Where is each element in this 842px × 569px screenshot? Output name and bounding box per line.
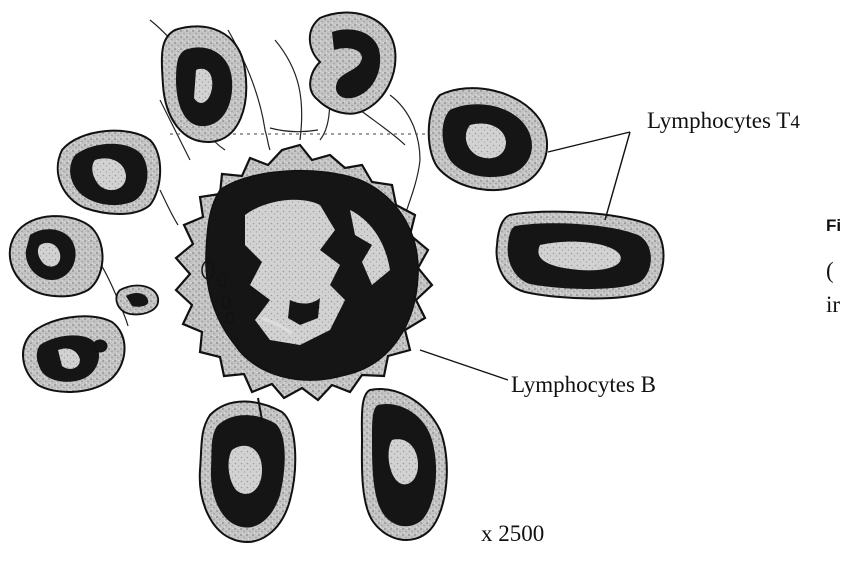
cutoff-figure-heading: Fi <box>826 216 841 236</box>
cutoff-text-line-1: ( <box>826 258 834 284</box>
magnification-label: x 2500 <box>481 521 544 547</box>
t-lymphocyte-left-upper <box>58 131 160 214</box>
t4-label-subscript: 4 <box>790 112 800 133</box>
t-lymphocyte-bottom-right <box>362 389 447 540</box>
b-lymphocyte-label: Lymphocytes B <box>511 372 656 398</box>
pointer-t4-upper <box>548 132 630 152</box>
t4-label-text: Lymphocytes T <box>647 108 790 133</box>
t-lymphocyte-right-lower <box>497 212 664 299</box>
cutoff-text-line-2: ir <box>826 292 840 318</box>
t-lymphocyte-left-lower <box>23 316 125 392</box>
t-lymphocyte-left-small <box>116 286 158 315</box>
t-lymphocyte-left-middle <box>10 216 103 296</box>
t-lymphocyte-top-center <box>310 13 396 114</box>
t-lymphocyte-bottom-left <box>200 398 295 542</box>
pointer-t4-lower <box>605 132 630 220</box>
t-lymphocyte-top-left-tall <box>162 26 246 142</box>
t-lymphocyte-right-upper <box>429 88 547 190</box>
t4-lymphocyte-label: Lymphocytes T4 <box>647 108 800 134</box>
pointer-b <box>420 350 508 380</box>
b-lymphocyte-cell <box>176 145 432 400</box>
